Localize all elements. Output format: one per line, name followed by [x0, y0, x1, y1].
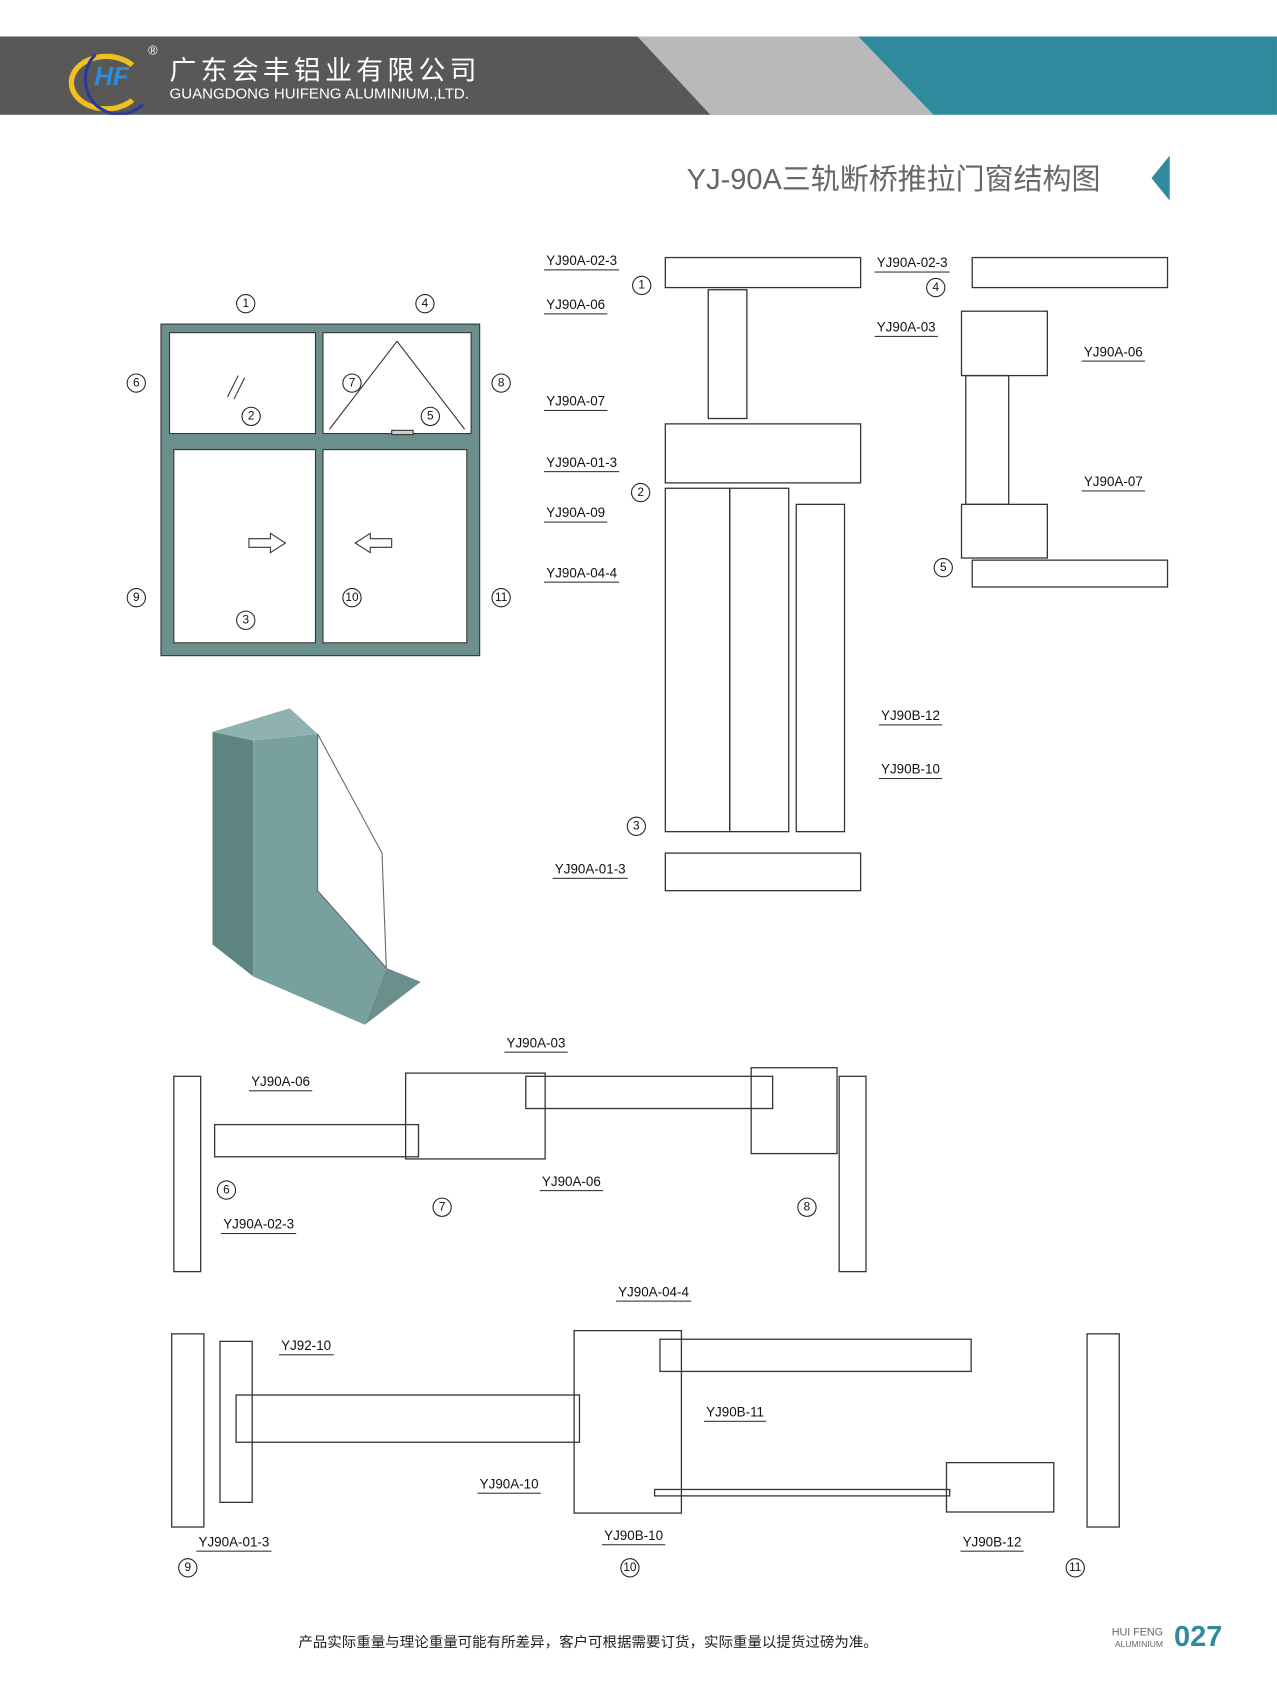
- title-marker-icon: [1151, 155, 1170, 201]
- marker: 9: [178, 1558, 198, 1578]
- part-label: YJ90A-04-4: [544, 566, 620, 583]
- window-elevation: [160, 323, 481, 657]
- company-name-en: GUANGDONG HUIFENG ALUMINIUM.,LTD.: [169, 84, 469, 102]
- marker: 8: [797, 1197, 817, 1217]
- part-label: YJ90A-06: [544, 297, 608, 315]
- marker-1: 1: [236, 294, 256, 314]
- part-label: YJ90A-07: [544, 394, 608, 411]
- page-number: 027: [1173, 1620, 1223, 1653]
- part-label: YJ90A-06: [1081, 344, 1145, 362]
- marker: 11: [1065, 1558, 1085, 1578]
- part-label: YJ90A-10: [477, 1477, 541, 1494]
- marker: 7: [432, 1197, 452, 1217]
- marker: 4: [926, 277, 946, 298]
- marker: 1: [632, 275, 652, 296]
- footer-brand: HUI FENG ALUMINIUM: [1111, 1626, 1164, 1650]
- marker: 2: [630, 482, 651, 503]
- page-title: YJ-90A三轨断桥推拉门窗结构图: [686, 163, 1101, 196]
- marker: 6: [216, 1180, 237, 1200]
- company-name-cn: 广东会丰铝业有限公司: [169, 55, 481, 86]
- part-label: YJ90B-11: [703, 1405, 767, 1422]
- part-label: YJ90A-01-3: [544, 455, 620, 473]
- marker-3: 3: [236, 610, 256, 630]
- part-label: YJ90B-12: [878, 708, 943, 726]
- marker-10: 10: [342, 588, 362, 608]
- part-label: YJ90A-06: [539, 1174, 603, 1192]
- part-label: YJ90A-07: [1081, 474, 1145, 492]
- marker-6: 6: [126, 373, 146, 393]
- part-label: YJ90A-02-3: [874, 255, 950, 273]
- part-label: YJ90A-03: [504, 1036, 568, 1053]
- marker: 10: [620, 1558, 640, 1578]
- marker-7: 7: [342, 373, 362, 393]
- marker: 3: [626, 816, 647, 836]
- marker-4: 4: [415, 294, 435, 314]
- section-drawings: [171, 256, 1169, 1528]
- part-label: YJ90A-02-3: [221, 1217, 297, 1235]
- registered-mark: ®: [148, 42, 158, 58]
- profile-3d-render: [212, 708, 421, 1025]
- part-label: YJ90A-03: [874, 320, 938, 337]
- marker-2: 2: [241, 406, 261, 427]
- part-label: YJ90A-06: [248, 1074, 313, 1092]
- marker: 5: [933, 558, 953, 578]
- part-label: YJ90B-10: [878, 762, 943, 780]
- marker-5: 5: [420, 406, 440, 427]
- marker-9: 9: [126, 588, 146, 608]
- part-label: YJ90A-04-4: [615, 1285, 692, 1302]
- header-banner: HF ® 广东会丰铝业有限公司 GUANGDONG HUIFENG ALUMIN…: [0, 36, 1277, 115]
- part-label: YJ90A-09: [544, 505, 608, 523]
- marker-11: 11: [491, 588, 511, 608]
- part-label: YJ90B-12: [960, 1535, 1024, 1552]
- marker-8: 8: [491, 373, 511, 393]
- part-label: YJ90A-01-3: [552, 862, 628, 879]
- part-label: YJ92-10: [279, 1338, 334, 1356]
- part-label: YJ90B-10: [602, 1528, 666, 1546]
- part-label: YJ90A-02-3: [544, 253, 620, 271]
- part-label: YJ90A-01-3: [196, 1535, 272, 1552]
- footer-note: 产品实际重量与理论重量可能有所差异，客户可根据需要订货，实际重量以提货过磅为准。: [298, 1634, 878, 1651]
- company-logo: HF: [67, 42, 155, 115]
